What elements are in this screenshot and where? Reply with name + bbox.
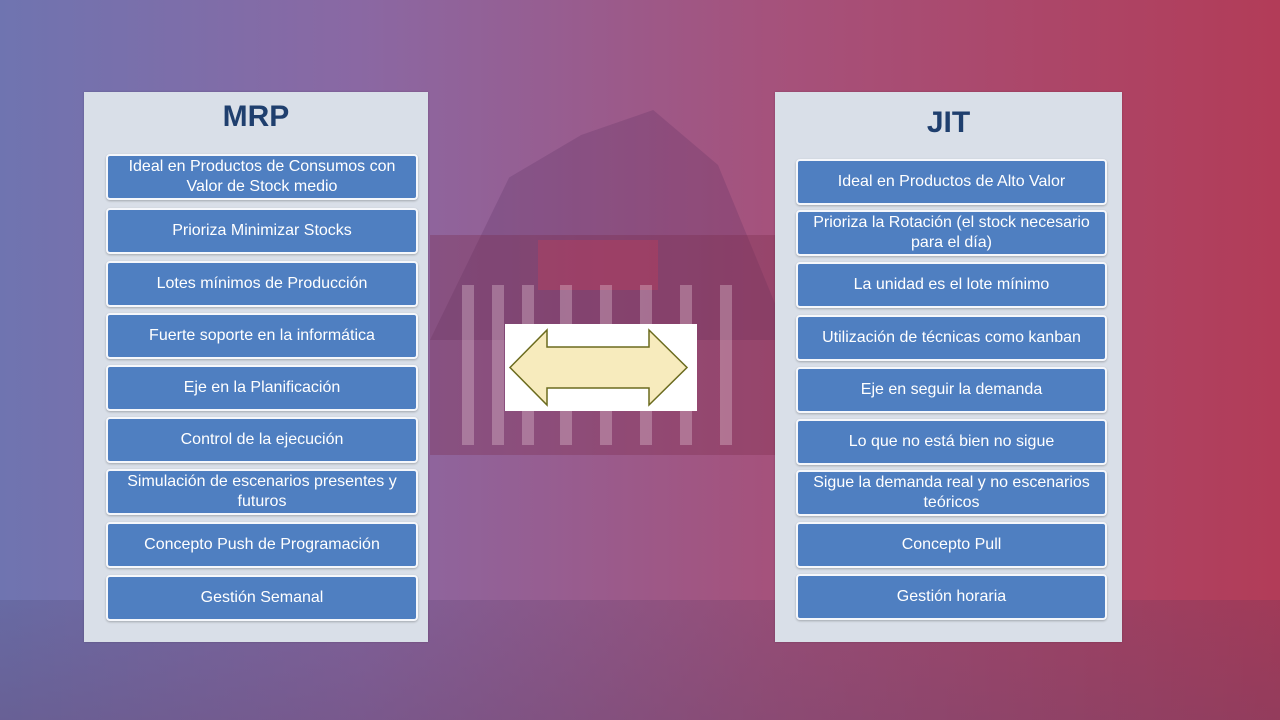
background-column	[720, 285, 732, 445]
comparison-arrow	[505, 324, 697, 411]
mrp-item: Ideal en Productos de Consumos con Valor…	[106, 154, 418, 200]
jit-item: Sigue la demanda real y no escenarios te…	[796, 470, 1107, 516]
double-arrow-icon	[508, 328, 689, 407]
mrp-panel: MRP Ideal en Productos de Consumos con V…	[84, 92, 428, 642]
mrp-item: Eje en la Planificación	[106, 365, 418, 411]
jit-item: Lo que no está bien no sigue	[796, 419, 1107, 465]
background-mountain	[430, 110, 790, 340]
jit-panel: JIT Ideal en Productos de Alto Valor Pri…	[775, 92, 1122, 642]
mrp-item: Concepto Push de Programación	[106, 522, 418, 568]
double-arrow-shape	[508, 328, 689, 407]
jit-title: JIT	[926, 106, 971, 139]
background-column	[462, 285, 474, 445]
mrp-title: MRP	[222, 100, 290, 133]
background-building-roof	[538, 240, 658, 290]
mrp-item: Lotes mínimos de Producción	[106, 261, 418, 307]
background-column	[492, 285, 504, 445]
mrp-item: Control de la ejecución	[106, 417, 418, 463]
jit-item: La unidad es el lote mínimo	[796, 262, 1107, 308]
jit-item: Prioriza la Rotación (el stock necesario…	[796, 210, 1107, 256]
mrp-item: Fuerte soporte en la informática	[106, 313, 418, 359]
jit-item: Ideal en Productos de Alto Valor	[796, 159, 1107, 205]
mrp-item: Gestión Semanal	[106, 575, 418, 621]
jit-item: Eje en seguir la demanda	[796, 367, 1107, 413]
mrp-item: Simulación de escenarios presentes y fut…	[106, 469, 418, 515]
mrp-item: Prioriza Minimizar Stocks	[106, 208, 418, 254]
jit-item: Gestión horaria	[796, 574, 1107, 620]
jit-item: Utilización de técnicas como kanban	[796, 315, 1107, 361]
jit-item: Concepto Pull	[796, 522, 1107, 568]
